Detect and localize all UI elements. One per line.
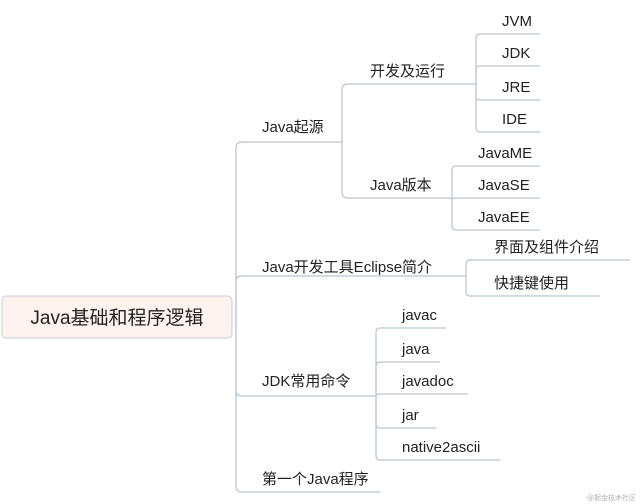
connector-native2ascii xyxy=(375,396,500,461)
connector-java-origin xyxy=(235,141,342,316)
leaf-ide[interactable]: IDE xyxy=(502,111,527,128)
leaf-jre[interactable]: JRE xyxy=(502,79,530,96)
connector-first-program xyxy=(235,316,380,493)
leaf-jvm[interactable]: JVM xyxy=(502,13,532,30)
connector-javame xyxy=(451,165,540,198)
connector-java-version xyxy=(341,142,452,199)
connector-javaee xyxy=(451,198,540,231)
leaf-javame[interactable]: JavaME xyxy=(478,145,532,162)
connector-javase xyxy=(451,197,540,201)
branch-java-origin[interactable]: Java起源 xyxy=(262,119,324,136)
leaf-javac[interactable]: javac xyxy=(401,307,438,324)
connector-jdk xyxy=(475,65,540,84)
connector-dev-run xyxy=(341,83,476,142)
node-java-version[interactable]: Java版本 xyxy=(370,177,432,194)
root-label: Java基础和程序逻辑 xyxy=(30,307,203,329)
leaf-ui-components[interactable]: 界面及组件介绍 xyxy=(494,239,599,256)
connector-java xyxy=(375,361,440,396)
leaf-javadoc[interactable]: javadoc xyxy=(401,373,454,390)
leaf-shortcuts[interactable]: 快捷键使用 xyxy=(494,275,569,292)
leaf-javase[interactable]: JavaSE xyxy=(478,177,530,194)
leaf-jar[interactable]: jar xyxy=(401,407,419,424)
leaf-javaee[interactable]: JavaEE xyxy=(478,209,530,226)
connector-jvm xyxy=(475,33,540,84)
root-node[interactable]: Java基础和程序逻辑 xyxy=(1,295,233,339)
watermark: @掘金技术社区 xyxy=(587,493,636,502)
connector-shortcuts xyxy=(465,276,600,297)
node-dev-run[interactable]: 开发及运行 xyxy=(370,63,445,80)
connectors xyxy=(235,33,630,493)
leaf-jdk[interactable]: JDK xyxy=(502,45,530,62)
connector-javac xyxy=(375,327,446,396)
leaf-java[interactable]: java xyxy=(401,341,430,358)
branch-jdk-commands[interactable]: JDK常用命令 xyxy=(262,372,350,390)
connector-javadoc xyxy=(375,393,468,397)
connector-ide xyxy=(475,84,540,133)
branch-eclipse[interactable]: Java开发工具Eclipse简介 xyxy=(262,259,432,276)
connector-eclipse xyxy=(235,275,466,316)
branch-first-program[interactable]: 第一个Java程序 xyxy=(262,470,369,488)
connector-ui-components xyxy=(465,259,630,276)
root-box xyxy=(1,295,233,339)
leaf-native2ascii[interactable]: native2ascii xyxy=(402,439,480,456)
